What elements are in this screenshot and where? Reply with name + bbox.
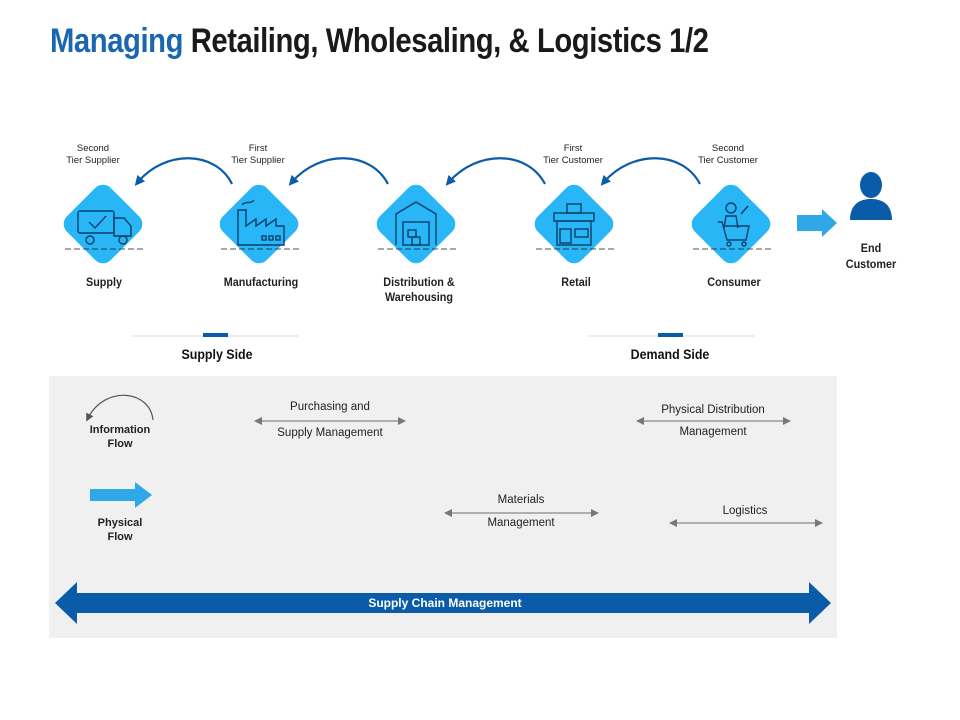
supply-chain-management-arrow bbox=[55, 582, 831, 624]
info-arrow-1 bbox=[134, 157, 233, 186]
supply-side-indicator bbox=[133, 333, 298, 337]
stage-label-distribution: Distribution & Warehousing bbox=[383, 275, 455, 304]
physical-distribution-label-bottom: Management bbox=[679, 426, 747, 438]
stage-label-consumer: Consumer bbox=[707, 275, 761, 289]
stage-retail bbox=[534, 184, 614, 264]
physical-flow-label: Physical Flow bbox=[97, 517, 143, 543]
purchasing-label-top: Purchasing and bbox=[290, 401, 370, 413]
warehouse-icon bbox=[395, 201, 437, 246]
shopper-cart-icon bbox=[718, 202, 750, 247]
demand-side-indicator bbox=[589, 333, 754, 337]
stage-consumer bbox=[691, 184, 771, 264]
stage-label-retail: Retail bbox=[561, 275, 591, 289]
demand-side-label: Demand Side bbox=[630, 347, 710, 362]
info-arrow-3 bbox=[445, 157, 546, 186]
info-arrow-2 bbox=[288, 157, 389, 186]
physical-distribution-label-top: Physical Distribution bbox=[661, 404, 765, 416]
supply-side-label: Supply Side bbox=[181, 347, 253, 362]
materials-label-bottom: Management bbox=[487, 517, 555, 529]
factory-icon bbox=[237, 199, 285, 246]
title-accent: Managing bbox=[50, 22, 184, 60]
tier-label-second-supplier: Second Tier Supplier bbox=[66, 143, 120, 166]
information-flow-icon bbox=[86, 394, 154, 422]
physical-flow-icon bbox=[90, 482, 152, 508]
tier-label-first-supplier: First Tier Supplier bbox=[231, 143, 285, 166]
person-icon bbox=[850, 172, 892, 220]
stage-label-supply: Supply bbox=[85, 275, 122, 289]
stage-supply bbox=[63, 184, 143, 264]
stage-label-manufacturing: Manufacturing bbox=[223, 275, 299, 289]
end-customer-label: End Customer bbox=[845, 241, 897, 271]
stage-manufacturing bbox=[219, 184, 299, 264]
page-title: Managing Retailing, Wholesaling, & Logis… bbox=[50, 22, 709, 61]
title-rest: Retailing, Wholesaling, & Logistics 1/2 bbox=[190, 22, 709, 60]
tier-label-first-customer: First Tier Customer bbox=[543, 143, 603, 166]
delivery-truck-icon bbox=[77, 210, 132, 245]
purchasing-label-bottom: Supply Management bbox=[277, 427, 383, 439]
info-arrow-4 bbox=[600, 157, 701, 186]
storefront-icon bbox=[553, 203, 595, 246]
tier-label-second-customer: Second Tier Customer bbox=[698, 143, 758, 166]
logistics-label: Logistics bbox=[722, 505, 768, 517]
materials-label-top: Materials bbox=[497, 494, 545, 506]
information-flow-label: Information Flow bbox=[89, 424, 151, 450]
supply-chain-management-label: Supply Chain Management bbox=[368, 596, 522, 610]
arrow-to-end-customer bbox=[797, 209, 837, 237]
stage-distribution bbox=[376, 184, 456, 264]
